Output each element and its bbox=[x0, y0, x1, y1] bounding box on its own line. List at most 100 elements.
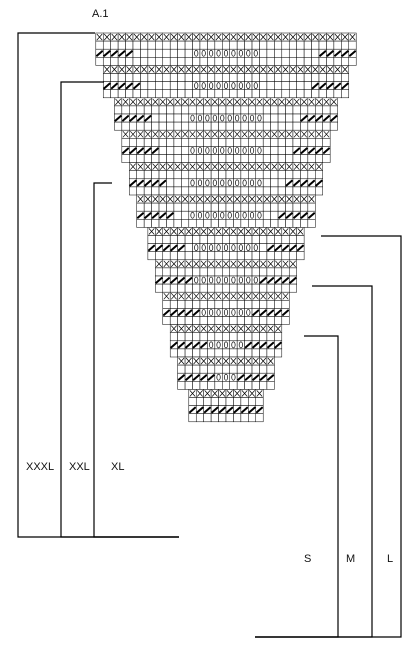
cross-stitch-symbol bbox=[237, 357, 244, 365]
cross-stitch-symbol bbox=[278, 130, 285, 138]
stitch-cell bbox=[162, 300, 171, 309]
cross-stitch-symbol bbox=[260, 33, 267, 41]
oval-stitch-symbol bbox=[242, 114, 247, 122]
cross-stitch-symbol bbox=[271, 130, 278, 138]
stitch-cell bbox=[229, 251, 238, 261]
cross-stitch-symbol bbox=[237, 66, 244, 73]
oval-stitch-symbol bbox=[194, 82, 199, 90]
cross-stitch-symbol bbox=[237, 260, 244, 268]
cross-stitch-symbol bbox=[297, 66, 304, 73]
stitch-cell bbox=[181, 146, 190, 155]
stitch-cell bbox=[285, 170, 294, 180]
stitch-cell bbox=[222, 235, 230, 244]
stitch-cell bbox=[288, 57, 297, 66]
stitch-cell bbox=[229, 316, 238, 325]
oval-stitch-symbol bbox=[205, 179, 210, 187]
stitch-cell bbox=[259, 48, 268, 58]
stitch-cell bbox=[255, 397, 264, 406]
slash-stitch-symbol bbox=[218, 406, 227, 414]
stitch-cell bbox=[262, 121, 271, 131]
stitch-cell bbox=[259, 40, 268, 50]
stitch-cell bbox=[184, 235, 193, 244]
oval-stitch-symbol bbox=[197, 179, 203, 187]
stitch-cell bbox=[251, 283, 260, 293]
stitch-cell bbox=[266, 348, 275, 358]
stitch-cell bbox=[129, 186, 137, 196]
cross-stitch-symbol bbox=[237, 33, 244, 41]
stitch-cell bbox=[300, 154, 309, 163]
stitch-cell bbox=[318, 73, 327, 82]
stitch-cell bbox=[229, 57, 238, 66]
slash-stitch-symbol bbox=[210, 406, 219, 414]
stitch-cell bbox=[117, 73, 126, 82]
stitch-cell bbox=[277, 178, 286, 188]
stitch-cell bbox=[262, 113, 271, 123]
size-brackets bbox=[17, 32, 402, 638]
stitch-cell bbox=[266, 57, 275, 66]
cross-stitch-symbol bbox=[208, 260, 215, 268]
stitch-cell bbox=[341, 40, 350, 50]
slash-stitch-symbol bbox=[274, 244, 282, 252]
stitch-cell bbox=[125, 89, 134, 99]
stitch-cell bbox=[244, 89, 253, 99]
stitch-cell bbox=[222, 316, 230, 325]
oval-stitch-symbol bbox=[212, 211, 217, 219]
stitch-cell bbox=[229, 235, 238, 244]
stitch-cell bbox=[173, 210, 182, 220]
oval-stitch-symbol bbox=[257, 211, 262, 219]
stitch-cell bbox=[259, 57, 268, 66]
stitch-cell bbox=[151, 154, 160, 163]
cross-stitch-symbol bbox=[185, 325, 192, 332]
stitch-cell bbox=[222, 332, 230, 342]
stitch-cell bbox=[225, 154, 234, 163]
stitch-cell bbox=[203, 170, 212, 180]
slash-stitch-symbol bbox=[281, 309, 290, 317]
stitch-cell bbox=[262, 178, 271, 188]
cross-stitch-symbol bbox=[185, 357, 192, 365]
slash-stitch-symbol bbox=[292, 211, 301, 220]
cross-stitch-symbol bbox=[137, 130, 144, 138]
cross-stitch-symbol bbox=[226, 98, 233, 106]
stitch-cell bbox=[214, 364, 223, 374]
stitch-cell bbox=[259, 283, 268, 293]
stitch-cell bbox=[248, 397, 257, 406]
cross-stitch-symbol bbox=[230, 357, 237, 365]
stitch-cell bbox=[326, 89, 335, 99]
stitch-cell bbox=[292, 113, 301, 123]
stitch-cell bbox=[147, 251, 156, 261]
oval-stitch-symbol bbox=[194, 49, 199, 57]
stitch-cell bbox=[162, 316, 171, 325]
stitch-cell bbox=[199, 332, 208, 342]
stitch-cell bbox=[292, 121, 301, 131]
cross-stitch-symbol bbox=[263, 195, 270, 203]
stitch-cell bbox=[281, 40, 290, 50]
cross-stitch-symbol bbox=[215, 66, 222, 73]
cross-stitch-symbol bbox=[230, 260, 237, 268]
slash-stitch-symbol bbox=[196, 406, 204, 414]
cross-stitch-symbol bbox=[301, 98, 308, 106]
stitch-cell bbox=[117, 89, 126, 99]
cross-stitch-symbol bbox=[223, 292, 229, 300]
oval-stitch-symbol bbox=[231, 341, 236, 349]
slash-stitch-symbol bbox=[348, 49, 357, 58]
stitch-cell bbox=[236, 89, 245, 99]
stitch-cell bbox=[229, 300, 238, 309]
cross-stitch-symbol bbox=[193, 66, 200, 73]
cross-stitch-symbol bbox=[130, 130, 136, 138]
cross-stitch-symbol bbox=[316, 163, 322, 170]
slash-stitch-symbol bbox=[158, 179, 167, 187]
stitch-cell bbox=[184, 332, 193, 342]
stitch-cell bbox=[173, 113, 182, 123]
stitch-cell bbox=[210, 105, 219, 115]
stitch-cell bbox=[288, 40, 297, 50]
stitch-cell bbox=[285, 219, 294, 228]
stitch-cell bbox=[158, 105, 167, 115]
cross-stitch-symbol bbox=[316, 98, 322, 106]
oval-stitch-symbol bbox=[201, 244, 206, 251]
stitch-cell bbox=[177, 57, 186, 66]
cross-stitch-symbol bbox=[256, 163, 263, 170]
oval-stitch-symbol bbox=[257, 114, 262, 122]
cross-stitch-symbol bbox=[241, 390, 248, 397]
stitch-cell bbox=[214, 348, 223, 358]
cross-stitch-symbol bbox=[200, 325, 207, 332]
